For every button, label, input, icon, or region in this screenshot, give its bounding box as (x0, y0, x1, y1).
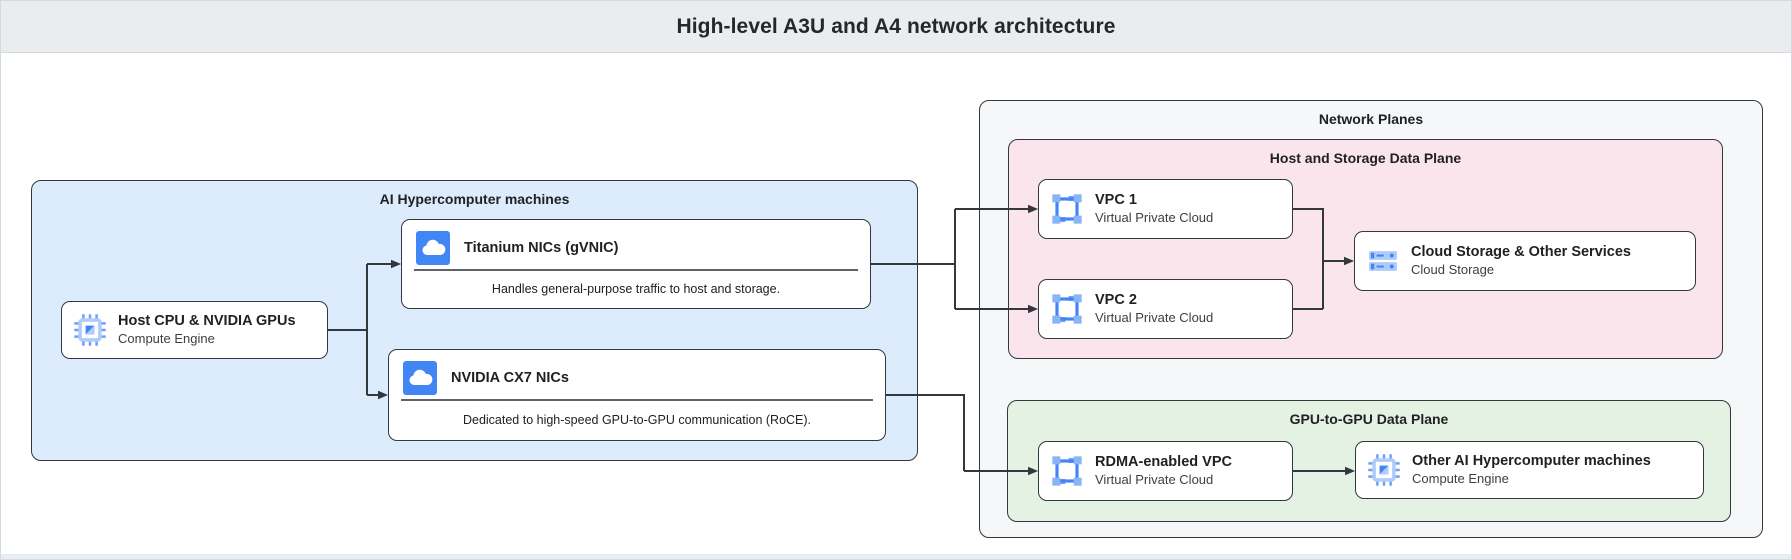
node-titanium-nics: Titanium NICs (gVNIC) Handles general-pu… (401, 219, 871, 309)
group-label: AI Hypercomputer machines (379, 191, 570, 207)
node-vpc2: VPC 2 Virtual Private Cloud (1038, 279, 1293, 339)
node-title: Titanium NICs (gVNIC) (464, 240, 619, 256)
node-subtitle: Virtual Private Cloud (1095, 309, 1214, 325)
node-nvidia-cx7-nics: NVIDIA CX7 NICs Dedicated to high-speed … (388, 349, 886, 441)
node-subtitle: Compute Engine (1412, 470, 1509, 486)
node-host-cpu: Host CPU & NVIDIA GPUs Compute Engine (61, 301, 328, 359)
cloud-icon (416, 231, 450, 265)
node-cloud-storage: Cloud Storage & Other Services Cloud Sto… (1354, 231, 1696, 291)
group-label: Host and Storage Data Plane (1269, 150, 1462, 166)
vpc-icon (1051, 293, 1083, 325)
group-label: GPU-to-GPU Data Plane (1289, 411, 1449, 427)
bottom-frame-edge (1, 554, 1791, 559)
node-description: Handles general-purpose traffic to host … (491, 281, 781, 296)
node-title: Other AI Hypercomputer machines (1412, 453, 1651, 470)
diagram-title: High-level A3U and A4 network architectu… (676, 14, 1116, 38)
cloud-icon (403, 361, 437, 395)
compute-engine-icon (1368, 454, 1400, 486)
node-subtitle: Virtual Private Cloud (1095, 209, 1214, 225)
node-title: NVIDIA CX7 NICs (451, 370, 569, 386)
group-label: Network Planes (1318, 111, 1424, 127)
compute-engine-icon (74, 314, 106, 346)
node-other-machines: Other AI Hypercomputer machines Compute … (1355, 441, 1704, 499)
cloud-storage-icon (1367, 245, 1399, 277)
vpc-icon (1051, 193, 1083, 225)
node-subtitle: Compute Engine (118, 330, 215, 346)
node-title: VPC 1 (1095, 192, 1137, 209)
node-subtitle: Cloud Storage (1411, 261, 1495, 277)
node-title: Host CPU & NVIDIA GPUs (118, 313, 296, 330)
card-divider (414, 269, 858, 271)
node-description: Dedicated to high-speed GPU-to-GPU commu… (462, 412, 812, 427)
card-divider (401, 399, 873, 401)
node-vpc1: VPC 1 Virtual Private Cloud (1038, 179, 1293, 239)
vpc-icon (1051, 455, 1083, 487)
node-title: RDMA-enabled VPC (1095, 454, 1232, 471)
node-title: VPC 2 (1095, 292, 1137, 309)
node-title: Cloud Storage & Other Services (1411, 244, 1631, 261)
node-rdma-vpc: RDMA-enabled VPC Virtual Private Cloud (1038, 441, 1293, 501)
diagram-header: High-level A3U and A4 network architectu… (1, 1, 1791, 53)
node-subtitle: Virtual Private Cloud (1095, 471, 1214, 487)
